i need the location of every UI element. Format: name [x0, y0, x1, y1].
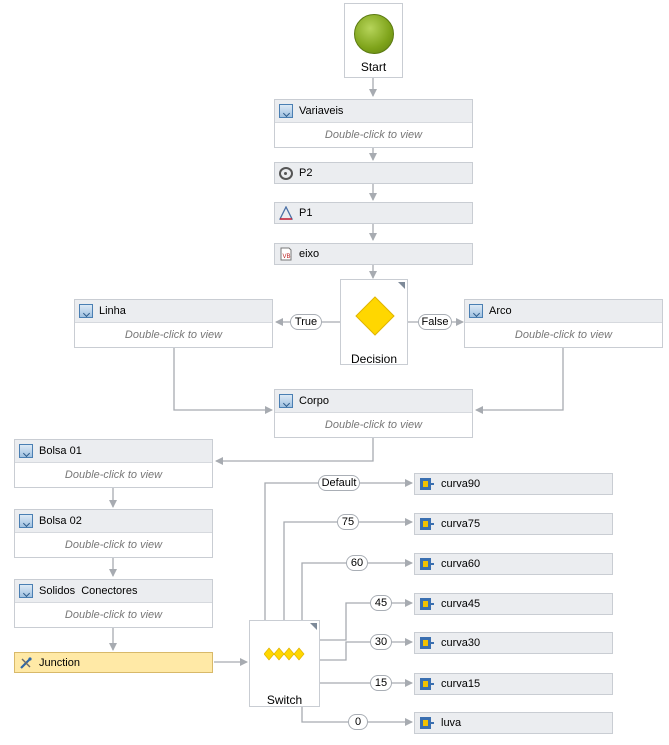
flowchart-icon: [419, 716, 435, 730]
activity-bolsa-02[interactable]: Bolsa 02 Double-click to view: [14, 509, 213, 558]
double-click-hint: Double-click to view: [124, 329, 223, 341]
activity-luva[interactable]: luva: [414, 712, 613, 734]
activity-label: luva: [441, 717, 462, 729]
flowchart-icon: [419, 557, 435, 571]
switch-node[interactable]: Switch: [249, 620, 320, 707]
activity-label: Junction: [39, 656, 80, 669]
activity-label: P1: [299, 207, 313, 219]
activity-label: curva60: [441, 558, 481, 570]
sequence-icon: [19, 514, 33, 528]
sequence-icon: [279, 394, 293, 408]
target-icon: [279, 166, 293, 180]
connector-case-45: [320, 599, 413, 641]
activity-p1[interactable]: P1: [274, 202, 473, 224]
case-label-default: Default: [318, 475, 360, 491]
decision-node[interactable]: Decision: [340, 279, 408, 366]
activity-label: eixo: [299, 248, 320, 260]
expand-corner-icon: [310, 623, 317, 630]
connector-case-75: [283, 518, 413, 620]
activity-arco[interactable]: Arco Double-click to view: [464, 299, 663, 348]
activity-eixo[interactable]: VB eixo: [274, 243, 473, 265]
connector: [475, 348, 564, 414]
start-label: Start: [360, 60, 387, 74]
activity-curva75[interactable]: curva75: [414, 513, 613, 535]
case-label-0: 0: [348, 714, 368, 730]
svg-text:VB: VB: [283, 254, 291, 260]
vb-document-icon: VB: [279, 247, 293, 261]
activity-label: Corpo: [299, 395, 329, 407]
activity-label: P2: [299, 167, 313, 179]
expand-corner-icon: [398, 282, 405, 289]
activity-label: curva75: [441, 518, 481, 530]
sequence-icon: [279, 104, 293, 118]
activity-label: Bolsa 01: [39, 445, 82, 457]
activity-label: curva30: [441, 637, 481, 649]
activity-bolsa-01[interactable]: Bolsa 01 Double-click to view: [14, 439, 213, 488]
sequence-icon: [19, 444, 33, 458]
junction-icon: [19, 656, 33, 670]
activity-label: Arco: [489, 305, 512, 317]
activity-curva15[interactable]: curva15: [414, 673, 613, 695]
sequence-icon: [469, 304, 483, 318]
double-click-hint: Double-click to view: [64, 539, 163, 551]
sequence-icon: [19, 584, 33, 598]
connector-case-60: [301, 559, 413, 620]
activity-label: curva90: [441, 478, 481, 490]
double-click-hint: Double-click to view: [64, 609, 163, 621]
activity-curva45[interactable]: curva45: [414, 593, 613, 615]
case-label-75: 75: [337, 514, 359, 530]
false-branch-label: False: [418, 314, 452, 330]
activity-curva90[interactable]: curva90: [414, 473, 613, 495]
switch-label: Switch: [266, 693, 303, 707]
connector: [173, 348, 273, 414]
connector: [215, 438, 374, 465]
double-click-hint: Double-click to view: [64, 469, 163, 481]
true-branch-label: True: [290, 314, 322, 330]
connector-case-30: [320, 638, 413, 661]
flowchart-icon: [419, 636, 435, 650]
start-node[interactable]: Start: [344, 3, 403, 78]
decision-diamond-icon: [355, 296, 395, 336]
connector-case-default: [264, 479, 413, 620]
activity-label: Bolsa 02: [39, 515, 82, 527]
connector-case-0: [301, 707, 413, 726]
case-label-15: 15: [370, 675, 392, 691]
activity-curva60[interactable]: curva60: [414, 553, 613, 575]
flowchart-icon: [419, 677, 435, 691]
double-click-hint: Double-click to view: [324, 129, 423, 141]
decision-label: Decision: [350, 352, 398, 366]
start-circle-icon: [354, 14, 394, 54]
activity-linha[interactable]: Linha Double-click to view: [74, 299, 273, 348]
sequence-icon: [79, 304, 93, 318]
angle-icon: [279, 206, 293, 220]
activity-label: Linha: [99, 305, 126, 317]
activity-corpo[interactable]: Corpo Double-click to view: [274, 389, 473, 438]
flowchart-icon: [419, 597, 435, 611]
activity-label: Variaveis: [299, 105, 344, 117]
case-label-45: 45: [370, 595, 392, 611]
case-label-60: 60: [346, 555, 368, 571]
activity-label: Solidos Conectores: [39, 585, 138, 597]
activity-curva30[interactable]: curva30: [414, 632, 613, 654]
flowchart-icon: [419, 477, 435, 491]
double-click-hint: Double-click to view: [324, 419, 423, 431]
switch-diamonds-icon: [264, 647, 305, 661]
double-click-hint: Double-click to view: [514, 329, 613, 341]
activity-p2[interactable]: P2: [274, 162, 473, 184]
activity-label: curva15: [441, 678, 481, 690]
case-label-30: 30: [370, 634, 392, 650]
activity-label: curva45: [441, 598, 481, 610]
activity-variaveis[interactable]: Variaveis Double-click to view: [274, 99, 473, 148]
flowchart-icon: [419, 517, 435, 531]
activity-junction[interactable]: Junction: [14, 652, 213, 673]
activity-solidos-conectores[interactable]: Solidos Conectores Double-click to view: [14, 579, 213, 628]
